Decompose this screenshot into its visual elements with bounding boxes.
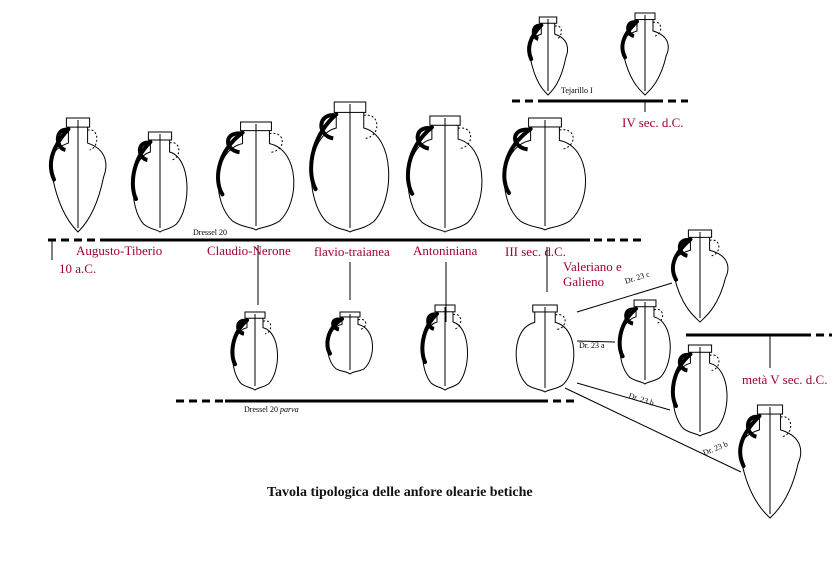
amphora-parva-2 <box>325 311 374 375</box>
label-claudio-nerone: Claudio-Nerone <box>207 243 291 258</box>
label-valeriano-line2: Galieno <box>563 274 605 289</box>
amphora-parva-1 <box>230 311 279 391</box>
connector-dr23a <box>576 340 616 343</box>
amphora-parva-4 <box>515 304 575 393</box>
label-dressel20-parva: Dressel 20 parva <box>244 406 299 414</box>
timelines <box>48 99 832 403</box>
amphora-early-augustan <box>48 117 107 233</box>
label-dr23a: Dr. 23 a <box>579 341 605 350</box>
amphora-dr23c <box>670 229 729 323</box>
label-iii-sec: III sec. d.C. <box>505 244 567 259</box>
amphora-tejarillo-1 <box>527 16 568 96</box>
amphora-dr23b-late <box>738 404 802 519</box>
connector-dr23b-late <box>564 387 742 473</box>
label-augusto-tiberio: Augusto-Tiberio <box>76 243 163 258</box>
label-iv-sec: IV sec. d.C. <box>622 115 684 130</box>
amphora-tejarillo-2 <box>620 12 669 96</box>
amphora-claudio-nerone <box>216 121 295 231</box>
amphorae <box>48 12 802 519</box>
label-valeriano-line1: Valeriano e <box>563 259 622 274</box>
label-dressel20-parva-prefix: Dressel 20 <box>244 405 280 414</box>
label-antoniniana: Antoniniana <box>413 243 478 258</box>
amphora-antoniniana <box>405 115 483 233</box>
connector-dr23c <box>576 282 673 313</box>
amphora-dr23b <box>670 344 728 437</box>
label-dressel20-parva-italic: parva <box>280 405 299 414</box>
amphora-augusto-tiberio <box>130 131 188 233</box>
label-flavio-traianea: flavio-traianea <box>314 244 390 259</box>
amphora-parva-3 <box>420 304 469 391</box>
label-meta-v-sec: metà V sec. d.C. <box>742 372 828 387</box>
connector-dr23b <box>576 382 671 411</box>
label-10ac: 10 a.C. <box>59 261 97 276</box>
caption: Tavola tipologica delle anfore olearie b… <box>267 485 533 500</box>
amphora-dr23a <box>617 299 671 385</box>
amphora-iii-sec <box>502 117 587 231</box>
connectors <box>51 101 771 473</box>
amphora-flavio-traianea <box>309 101 390 233</box>
label-tejarillo: Tejarillo I <box>561 86 593 95</box>
label-dressel20: Dressel 20 <box>193 228 227 237</box>
